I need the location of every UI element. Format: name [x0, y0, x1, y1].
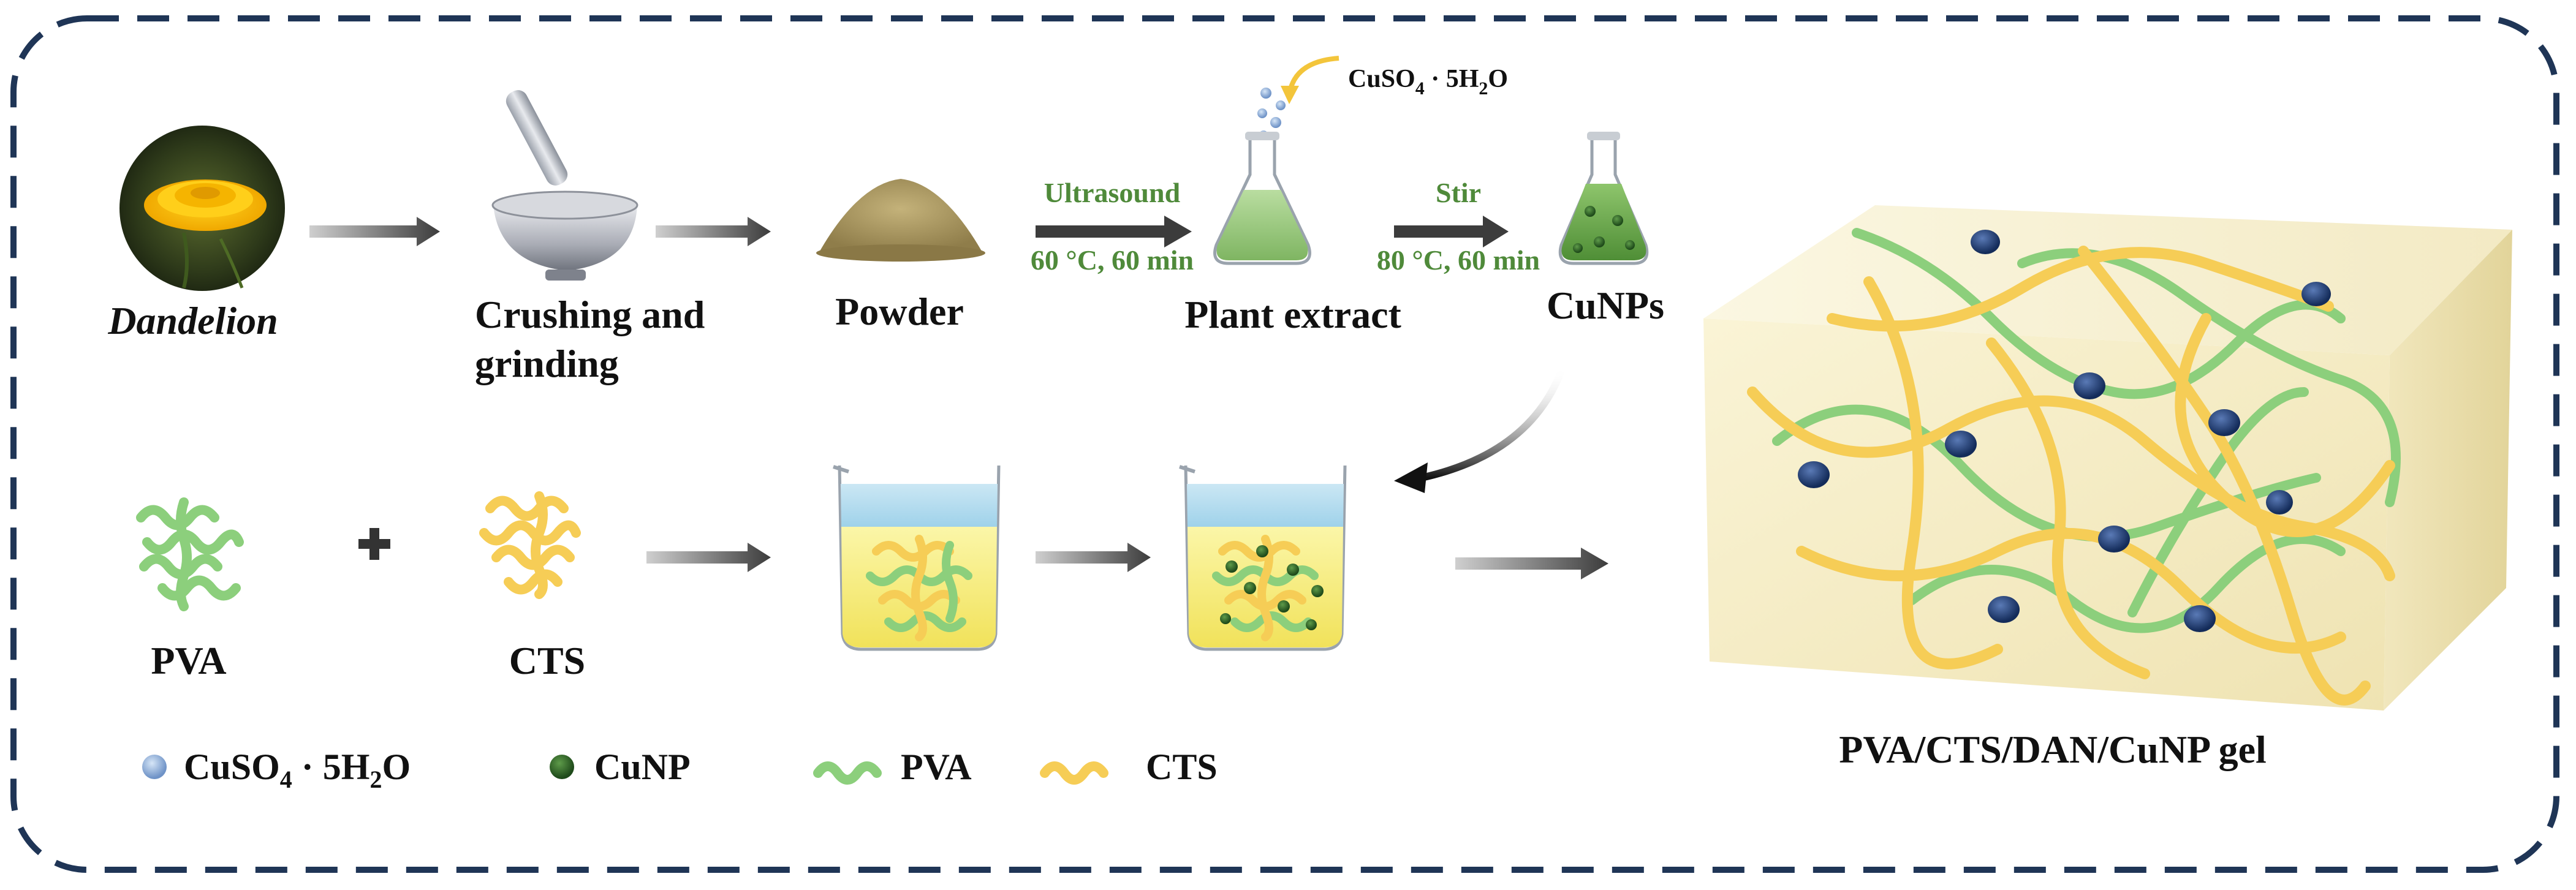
arrow-icon	[1455, 548, 1608, 579]
plant-extract-label: Plant extract	[1184, 293, 1401, 336]
plus-icon	[358, 528, 390, 560]
mortar-pestle-icon	[491, 90, 638, 281]
powder-label: Powder	[835, 290, 964, 333]
powder-pile-icon	[816, 179, 985, 262]
reagent-arrow-icon	[1287, 56, 1339, 92]
arrow-icon	[646, 543, 771, 572]
legend-cunp-label: CuNP	[594, 747, 691, 787]
cuso4-droplets	[1257, 88, 1286, 139]
arrow-icon	[1036, 543, 1151, 572]
cunps-flask-icon	[1558, 132, 1649, 265]
cuso4-legend-icon	[142, 755, 167, 779]
crushing-label-line1: Crushing and	[475, 293, 705, 336]
beaker-icon	[833, 465, 1001, 651]
cts-label: CTS	[509, 639, 586, 682]
crushing-label-line2: grinding	[475, 342, 619, 385]
pva-legend-icon	[813, 761, 882, 785]
legend: CuSO4 · 5H2O CuNP PVA CTS	[142, 747, 1218, 793]
gel-block-icon	[1703, 205, 2512, 711]
beaker-with-cunps-icon	[1179, 465, 1347, 651]
svg-text:CuSO4 · 5H2O: CuSO4 · 5H2O	[1348, 65, 1508, 99]
legend-pva-label: PVA	[901, 747, 972, 787]
cuso4-reagent-label: CuSO4 · 5H2O	[1348, 65, 1508, 99]
pva-label: PVA	[151, 639, 226, 682]
stir-label: Stir	[1436, 177, 1481, 208]
cts-polymer-icon	[479, 491, 581, 599]
pva-polymer-icon	[136, 497, 244, 611]
arrow-icon	[1394, 216, 1509, 247]
cts-legend-icon	[1040, 761, 1108, 785]
reagent-arrowhead-icon	[1281, 86, 1299, 104]
curved-arrow-icon	[1420, 366, 1566, 481]
arrow-icon	[656, 217, 771, 246]
ultrasound-params: 60 °C, 60 min	[1031, 244, 1194, 276]
dandelion-label: Dandelion	[107, 299, 278, 342]
legend-cts-label: CTS	[1146, 747, 1218, 787]
dashed-border	[10, 15, 2559, 873]
gel-label: PVA/CTS/DAN/CuNP gel	[1839, 728, 2267, 771]
dandelion-photo	[119, 126, 285, 291]
arrow-icon	[1036, 216, 1192, 247]
curved-arrowhead-icon	[1394, 462, 1428, 493]
arrow-icon	[309, 217, 440, 246]
stir-params: 80 °C, 60 min	[1377, 244, 1540, 276]
cunp-legend-icon	[550, 755, 574, 779]
legend-cuso4-label: CuSO4 · 5H2O	[184, 747, 411, 793]
flask-icon	[1213, 132, 1311, 265]
cunps-label: CuNPs	[1547, 284, 1664, 327]
ultrasound-label: Ultrasound	[1044, 177, 1181, 208]
